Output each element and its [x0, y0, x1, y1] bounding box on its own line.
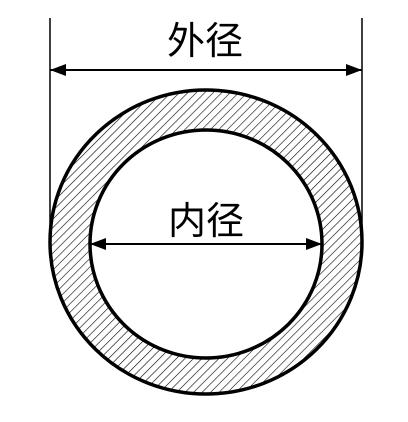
outer-dimension-arrow-right — [346, 64, 362, 76]
outer-label-background — [160, 14, 250, 60]
inner-diameter-label: 内径 — [168, 199, 244, 243]
outer-diameter-label: 外径 — [167, 19, 243, 63]
outer-dimension-arrow-left — [50, 64, 66, 76]
inner-dimension-arrow-right — [306, 238, 322, 250]
inner-dimension-arrow-left — [90, 238, 106, 250]
